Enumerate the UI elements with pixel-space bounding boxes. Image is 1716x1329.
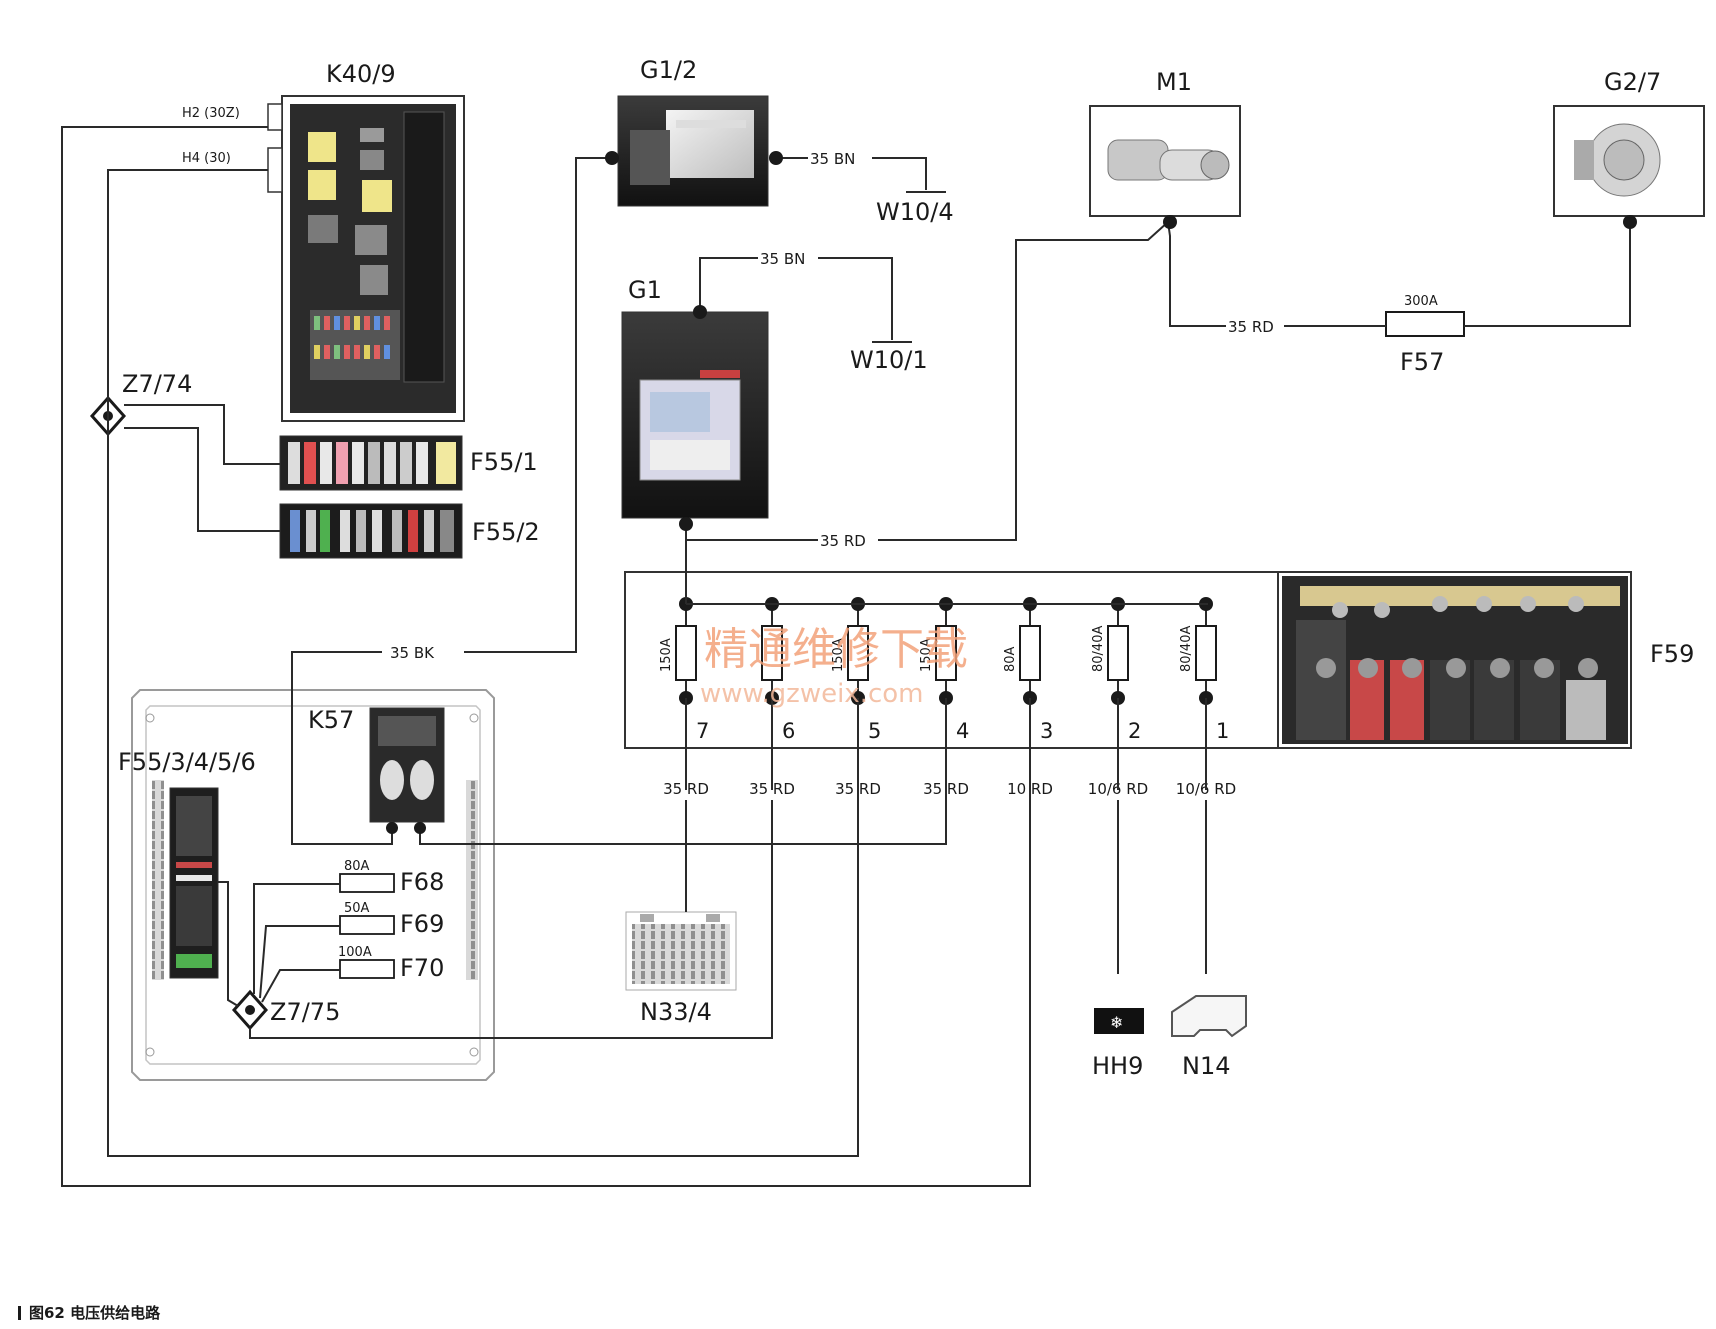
f59-fuse-box xyxy=(624,571,1632,749)
watermark-url: www.gzweix.com xyxy=(700,679,924,709)
f59-pin-number: 7 xyxy=(696,719,709,743)
figure-caption: 图62 电压供给电路 xyxy=(18,1302,160,1323)
g1-label: G1 xyxy=(628,276,662,304)
f69-rating-label: 50A xyxy=(344,901,370,916)
w10-1-label: W10/1 xyxy=(850,346,928,374)
h2-connector-label: H2 (30Z) xyxy=(182,106,240,121)
f68-fuse xyxy=(339,873,395,893)
f59-fuse-rating: 150A xyxy=(831,638,846,672)
f55-2-label: F55/2 xyxy=(472,518,540,546)
f68-rating-label: 80A xyxy=(344,859,370,874)
f59-photo xyxy=(1282,576,1628,744)
f59-pin-number: 2 xyxy=(1128,719,1141,743)
f59-fuse-body xyxy=(1107,625,1129,681)
f59-pin-number: 6 xyxy=(782,719,795,743)
f55-1-label: F55/1 xyxy=(470,448,538,476)
f59-fuse-body xyxy=(847,625,869,681)
svg-text:❄: ❄ xyxy=(1110,1013,1123,1032)
h4-connector-label: H4 (30) xyxy=(182,151,231,166)
z7-74-label: Z7/74 xyxy=(122,370,192,398)
n14-label: N14 xyxy=(1182,1052,1231,1080)
f59-fuse-body xyxy=(675,625,697,681)
n33-4-label: N33/4 xyxy=(640,998,712,1026)
g2-7-label: G2/7 xyxy=(1604,68,1661,96)
k40-9-fuse-relay-box xyxy=(267,95,465,422)
f59-fuse-rating: 80/40A xyxy=(1179,626,1194,672)
w10-4-label: W10/4 xyxy=(876,198,954,226)
f70-rating-label: 100A xyxy=(338,945,372,960)
f55-3-4-5-6-fuse-panel xyxy=(169,787,219,979)
g1-ground-wire-label: 35 BN xyxy=(760,250,805,268)
m1-starter-photo xyxy=(1089,105,1241,217)
wiring xyxy=(61,126,1631,1187)
f69-label: F69 xyxy=(400,910,444,938)
f59-fuse-body xyxy=(761,625,783,681)
f59-pin-number: 3 xyxy=(1040,719,1053,743)
f59-label: F59 xyxy=(1650,640,1694,668)
hh9-heater-icon: ❄ xyxy=(1094,1008,1144,1034)
f59-fuse-rating: 150A xyxy=(919,638,934,672)
f59-fuse-rating: 80/40A xyxy=(1091,626,1106,672)
f59-fuse-rating: 150A xyxy=(659,638,674,672)
f57-label: F57 xyxy=(1400,348,1444,376)
f59-fuse-rating: 80A xyxy=(1003,646,1018,672)
m1-label: M1 xyxy=(1156,68,1192,96)
bk-to-g1-2-wire-label: 35 BK xyxy=(390,644,435,662)
f55-2-fuse-block xyxy=(279,503,463,559)
g2-7-alternator-photo xyxy=(1553,105,1705,217)
figure-caption-text: 图62 电压供给电路 xyxy=(29,1304,161,1322)
f59-fuse-6: 635 RD xyxy=(749,597,795,798)
watermark-text: 精通维修下载 xyxy=(704,624,968,675)
g1-to-m1-wire-label: 35 RD xyxy=(820,532,866,550)
f68-label: F68 xyxy=(400,868,444,896)
n14-module-icon xyxy=(1171,995,1247,1038)
f59-pin-number: 5 xyxy=(868,719,881,743)
f59-fuse-body xyxy=(935,625,957,681)
f57-fuse xyxy=(1385,311,1465,337)
k57-label: K57 xyxy=(308,706,354,734)
z7-75-label: Z7/75 xyxy=(270,998,340,1026)
g1-2-ground-wire-label: 35 BN xyxy=(810,150,855,168)
f70-fuse xyxy=(339,959,395,979)
f57-rating-label: 300A xyxy=(1404,294,1438,309)
connection-dots xyxy=(386,151,1637,834)
f59-pin-number: 4 xyxy=(956,719,969,743)
f59-fuse-body xyxy=(1019,625,1041,681)
m1-to-f57-wire-label: 35 RD xyxy=(1228,318,1274,336)
f55-1-fuse-block xyxy=(279,435,463,491)
g1-2-label: G1/2 xyxy=(640,56,697,84)
g1-2-battery-photo xyxy=(617,95,769,207)
g1-battery-photo xyxy=(621,311,769,519)
k40-9-mini-fuses xyxy=(314,316,390,359)
hh9-label: HH9 xyxy=(1092,1052,1143,1080)
f59-pin-number: 1 xyxy=(1216,719,1229,743)
n33-4-heater-photo xyxy=(625,911,737,991)
f55-3-4-5-6-label: F55/3/4/5/6 xyxy=(118,748,256,776)
k57-relay-photo xyxy=(369,707,445,823)
f70-label: F70 xyxy=(400,954,444,982)
f59-fuse-body xyxy=(1195,625,1217,681)
k40-9-label: K40/9 xyxy=(326,60,396,88)
f69-fuse xyxy=(339,915,395,935)
